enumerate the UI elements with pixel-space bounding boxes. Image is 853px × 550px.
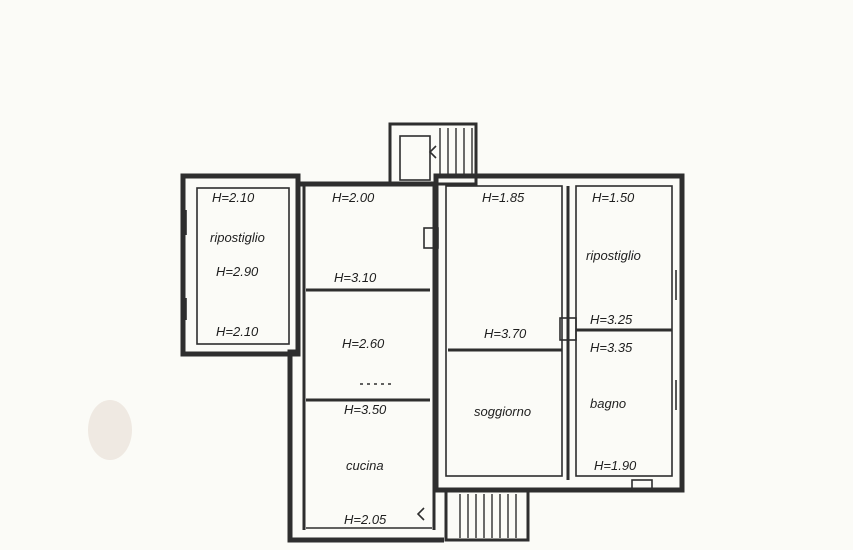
- room-label-soggiorno: soggiorno: [474, 404, 531, 419]
- height-label: H=3.10: [334, 270, 377, 285]
- room-label-bagno: bagno: [590, 396, 626, 411]
- height-label: H=2.60: [342, 336, 385, 351]
- height-label: H=3.70: [484, 326, 527, 341]
- height-label: H=3.25: [590, 312, 633, 327]
- height-label: H=1.85: [482, 190, 525, 205]
- height-label: H=2.90: [216, 264, 259, 279]
- height-label: H=1.90: [594, 458, 637, 473]
- room-label-ripostiglio-left: ripostiglio: [210, 230, 265, 245]
- height-label: H=2.00: [332, 190, 375, 205]
- height-label: H=3.35: [590, 340, 633, 355]
- height-label: H=3.50: [344, 402, 387, 417]
- room-label-ripostiglio-right: ripostiglio: [586, 248, 641, 263]
- height-label: H=2.10: [216, 324, 259, 339]
- height-label: H=2.10: [212, 190, 255, 205]
- height-label: H=2.05: [344, 512, 387, 527]
- bottom-staircase: [416, 488, 530, 542]
- paper-stain: [88, 400, 132, 460]
- room-label-cucina: cucina: [346, 458, 384, 473]
- central-column: [287, 181, 444, 543]
- height-label: H=1.50: [592, 190, 635, 205]
- right-block: [433, 173, 685, 493]
